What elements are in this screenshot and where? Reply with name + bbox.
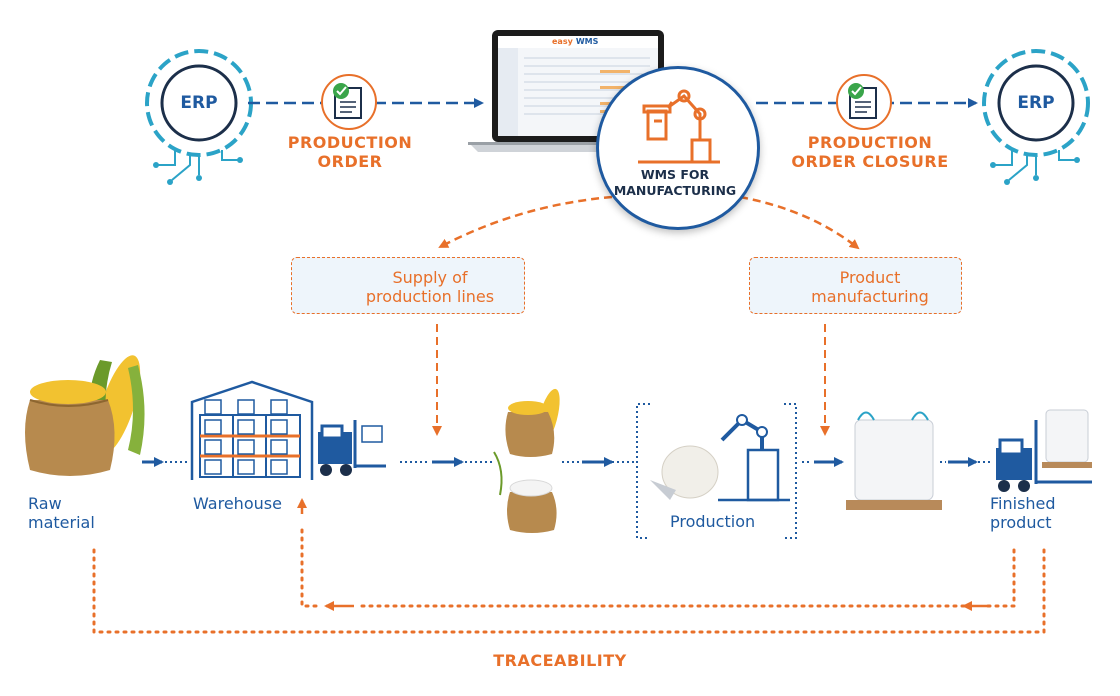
manufacturing-line1: Product (839, 268, 901, 287)
warehouse-label: Warehouse (193, 494, 282, 513)
erp-left-gear-icon (145, 49, 253, 185)
order-closure-document-icon (836, 74, 892, 130)
production-label: Production (670, 512, 756, 531)
finished-product-line2: product (990, 513, 1052, 532)
flour-sack-icon (493, 451, 557, 533)
production-robot-icon (650, 414, 790, 502)
wms-hub-line2: MANUFACTURING (613, 183, 737, 198)
erp-left-label: ERP (180, 93, 218, 113)
easywms-brand-right: WMS (575, 37, 599, 46)
raw-material-sack-icon (25, 355, 145, 476)
wms-hub-circle (596, 66, 760, 230)
manufacturing-line2: manufacturing (811, 287, 929, 306)
hub-to-manufacturing-arrow (739, 195, 860, 250)
big-bag-icon (846, 411, 942, 510)
raw-material-line2: material (28, 513, 95, 532)
supply-of-production-lines-box (291, 257, 525, 314)
traceability-loop (92, 498, 1046, 634)
supply-box-text: Supply of production lines (340, 268, 520, 306)
production-order-line1: PRODUCTION (287, 133, 413, 152)
product-manufacturing-box (749, 257, 962, 314)
finished-product-line1: Finished (990, 494, 1056, 513)
warehouse-icon (190, 380, 314, 480)
closure-line1: PRODUCTION (807, 133, 933, 152)
production-frame (636, 403, 797, 539)
finished-product-label: Finished product (990, 494, 1056, 532)
supply-line2: production lines (365, 287, 495, 306)
corn-sack-icon (505, 388, 560, 457)
easywms-brand-left: easy (552, 37, 573, 46)
traceability-label: TRACEABILITY (493, 651, 627, 670)
wms-hub-line1: WMS FOR (640, 167, 710, 182)
wms-hub-label: WMS FOR MANUFACTURING (600, 167, 750, 199)
production-order-document-icon (321, 74, 377, 130)
supply-line1: Supply of (392, 268, 468, 287)
production-order-label: PRODUCTION ORDER (270, 133, 430, 171)
closure-line2: ORDER CLOSURE (791, 152, 949, 171)
robot-arm-icon (638, 89, 720, 164)
raw-material-line1: Raw (28, 494, 62, 513)
hub-to-supply-arrow (438, 195, 613, 249)
forklift-right-icon (996, 409, 1092, 492)
forklift-left-icon (318, 420, 386, 476)
raw-material-label: Raw material (28, 494, 95, 532)
erp-right-label: ERP (1017, 93, 1055, 113)
production-order-closure-label: PRODUCTION ORDER CLOSURE (790, 133, 950, 171)
manufacturing-box-text: Product manufacturing (790, 268, 950, 306)
production-order-line2: ORDER (317, 152, 383, 171)
erp-right-gear-icon (982, 49, 1090, 185)
